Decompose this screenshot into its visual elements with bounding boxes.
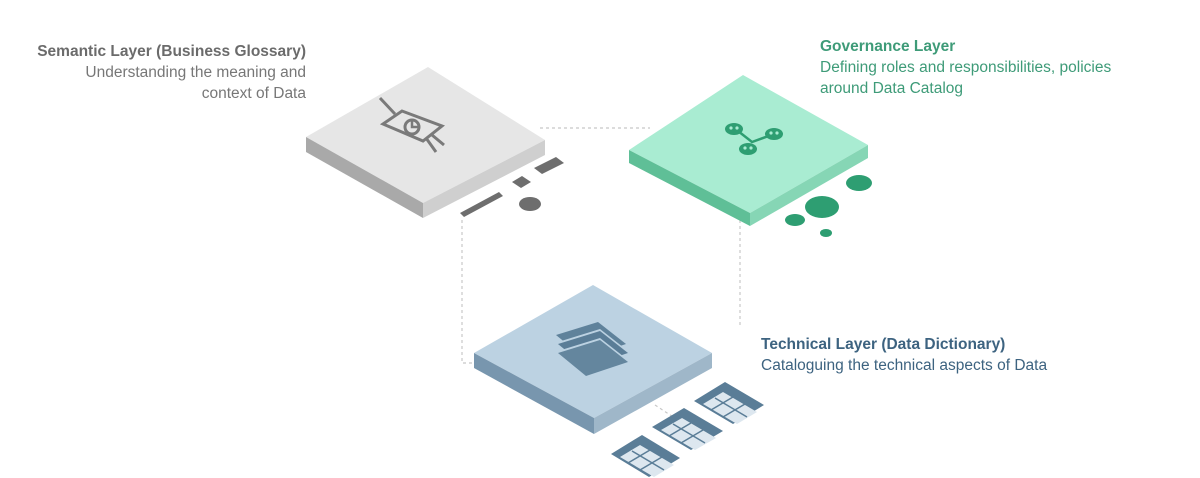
semantic-diamond-shape (512, 176, 531, 188)
technical-table-grid-2 (652, 408, 723, 450)
governance-platform (629, 75, 872, 237)
governance-bubble-small (785, 214, 805, 226)
governance-bubble-tiny (820, 229, 832, 237)
governance-platform-left-side (629, 150, 750, 226)
semantic-layer-desc-line-2: context of Data (201, 85, 306, 102)
semantic-circle-shape (519, 197, 541, 211)
governance-layer-title: Governance Layer (820, 38, 956, 55)
technical-layer-desc-line-1: Cataloguing the technical aspects of Dat… (761, 357, 1048, 374)
governance-layer-desc-line-1: Defining roles and responsibilities, pol… (820, 59, 1112, 76)
technical-table-grid-3 (694, 382, 764, 424)
people-network-icon (725, 123, 783, 155)
technical-layer-label: Technical Layer (Data Dictionary) Catalo… (761, 334, 1047, 376)
semantic-layer-desc-line-1: Understanding the meaning and (85, 64, 306, 81)
semantic-platform-left-side (306, 137, 423, 218)
semantic-bar-shape (460, 192, 503, 217)
technical-platform-right-side (594, 353, 712, 434)
technical-layer-title: Technical Layer (Data Dictionary) (761, 336, 1006, 353)
semantic-layer-title: Semantic Layer (Business Glossary) (37, 43, 306, 60)
semantic-platform-top (306, 67, 545, 203)
semantic-dash-shape (534, 157, 564, 174)
governance-platform-right-side (750, 145, 868, 226)
semantic-layer-label: Semantic Layer (Business Glossary) Under… (37, 41, 306, 104)
semantic-platform (306, 67, 564, 218)
governance-layer-desc-line-2: around Data Catalog (820, 80, 964, 97)
connector-left (461, 220, 490, 364)
semantic-shapes (460, 157, 564, 217)
governance-bubble-large (805, 196, 839, 218)
database-icon (556, 322, 628, 376)
governance-bubble-medium (846, 175, 872, 191)
technical-table-grid-1 (611, 435, 680, 477)
technical-platform (474, 285, 764, 477)
presentation-chart-icon (378, 96, 446, 153)
governance-bubbles (785, 175, 872, 237)
semantic-platform-right-side (423, 140, 545, 218)
governance-layer-label: Governance Layer Defining roles and resp… (820, 36, 1111, 99)
technical-platform-left-side (474, 353, 594, 434)
